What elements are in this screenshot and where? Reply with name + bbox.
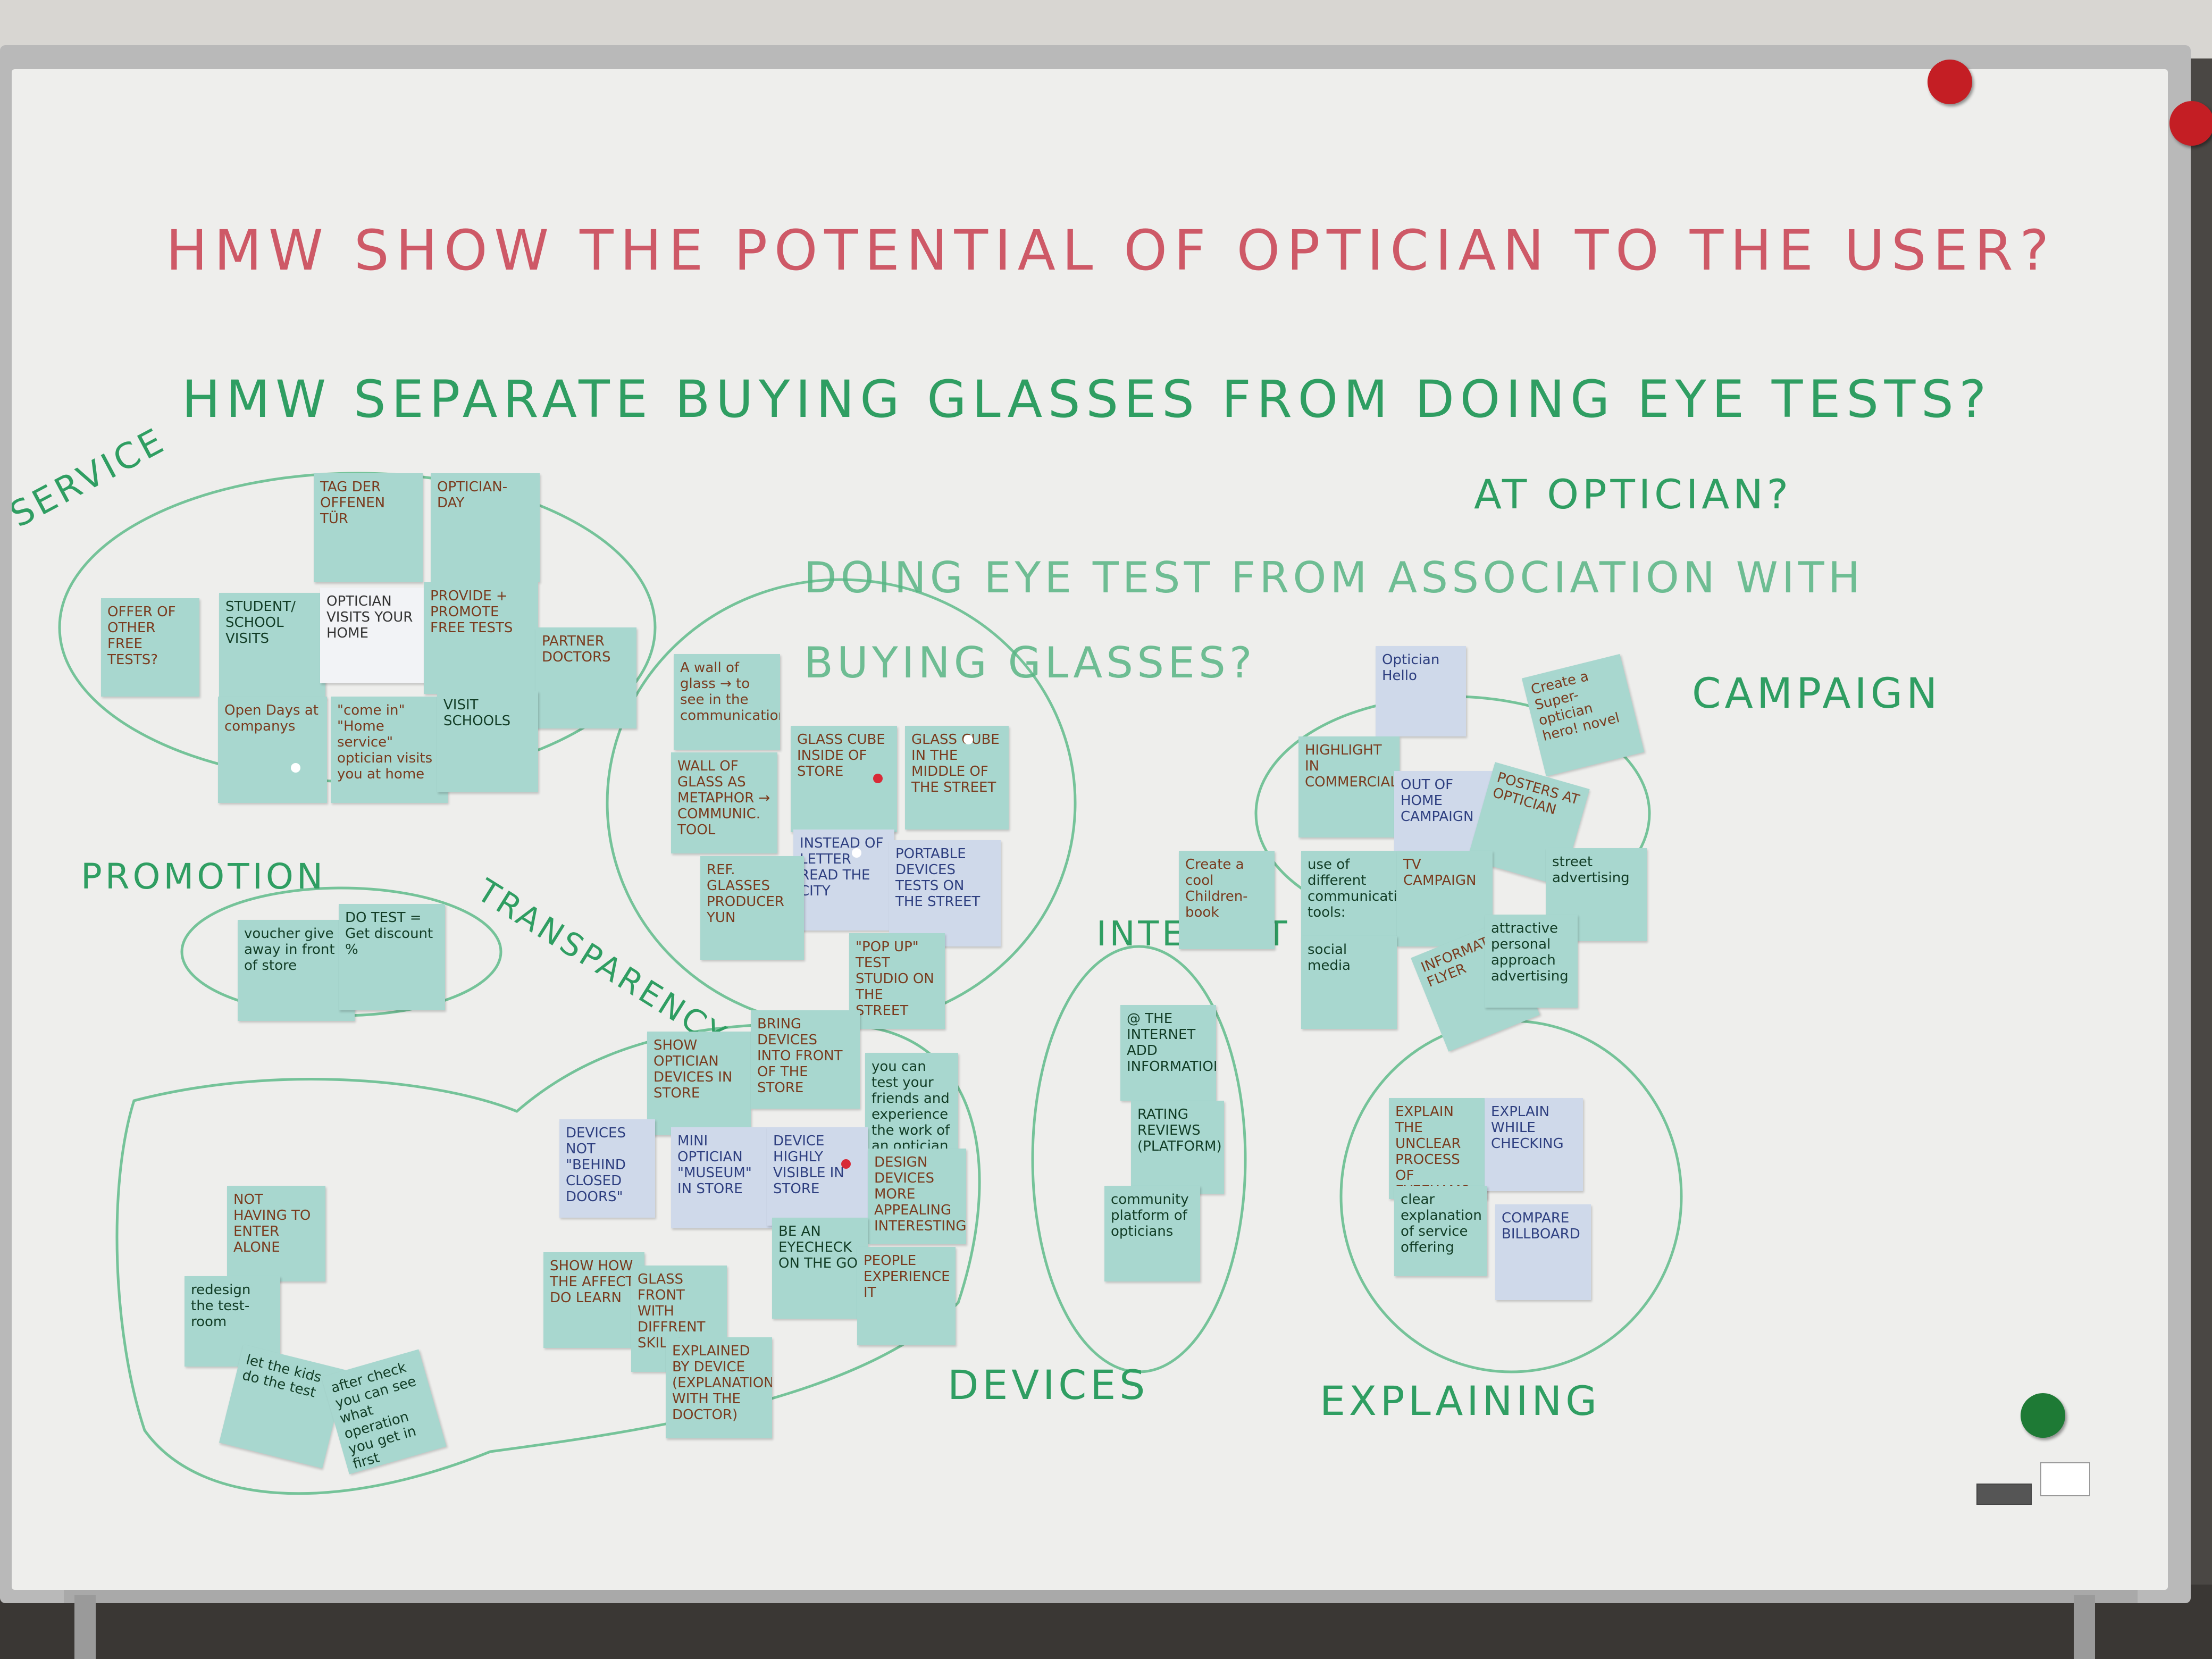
sticky-note-voucher-give-away: voucher give away in front of store bbox=[238, 920, 355, 1021]
sticky-note-glass-cube-middle-street: GLASS CUBE IN THE MIDDLE OF THE STREET bbox=[905, 726, 1009, 830]
sticky-note-visit-schools: VISIT SCHOOLS bbox=[437, 691, 538, 792]
sticky-note-mini-optician-museum: MINI OPTICIAN "MUSEUM" IN STORE bbox=[671, 1127, 772, 1228]
sticky-note-explained-by-device: EXPLAINED BY DEVICE (EXPLANATION WITH TH… bbox=[666, 1337, 772, 1438]
sticky-note-wall-of-glass: A wall of glass → to see in the communic… bbox=[674, 654, 780, 750]
sticky-note-street-advertising: street advertising bbox=[1546, 848, 1647, 941]
sticky-note-offer-other-free-tests: OFFER OF OTHER FREE TESTS? bbox=[101, 598, 199, 697]
sticky-note-devices-not-behind: DEVICES NOT "BEHIND CLOSED DOORS" bbox=[559, 1119, 655, 1218]
sticky-note-show-how-the-affect: SHOW HOW THE AFFECT DO LEARN bbox=[543, 1252, 644, 1348]
sticky-note-optician-visits-your-home: OPTICIAN VISITS YOUR HOME bbox=[320, 588, 426, 683]
sticky-note-bring-devices-front: BRING DEVICES INTO FRONT OF THE STORE bbox=[751, 1010, 860, 1109]
sticky-note-use-of-different-tools: use of different communication tools: bbox=[1301, 851, 1400, 941]
manufacturer-label bbox=[2040, 1462, 2090, 1496]
red-magnet bbox=[2169, 101, 2212, 146]
sticky-note-portable-devices-tests: PORTABLE DEVICES TESTS ON THE STREET bbox=[889, 840, 1001, 946]
whiteboard: HMW SHOW THE POTENTIAL OF OPTICIAN TO TH… bbox=[12, 69, 2168, 1590]
sticky-note-attractive-personal-approach: attractive personal approach advertising bbox=[1485, 915, 1578, 1008]
sticky-note-student-school-visits: STUDENT/ SCHOOL VISITS bbox=[219, 593, 325, 699]
sticky-note-partner-doctors: PARTNER DOCTORS bbox=[535, 627, 636, 728]
sticky-note-show-optician-devices: SHOW OPTICIAN DEVICES IN STORE bbox=[647, 1032, 751, 1135]
sticky-note-design-devices-appealing: DESIGN DEVICES MORE APPEALING INTERESTIN… bbox=[868, 1149, 966, 1244]
sticky-note-pop-up-test-studio: "POP UP" TEST STUDIO ON THE STREET bbox=[849, 933, 945, 1029]
sticky-note-open-days-at-companys: Open Days at companys bbox=[218, 697, 327, 803]
sticky-note-provide-promote-free-tests: PROVIDE + PROMOTE FREE TESTS bbox=[424, 582, 538, 694]
sticky-note-you-can-test-friends: you can test your friends and experience… bbox=[865, 1053, 958, 1154]
hmw-question-2: HMW SEPARATE BUYING GLASSES FROM DOING E… bbox=[182, 370, 1992, 429]
whiteboard-leg-left bbox=[74, 1595, 96, 1659]
serial-plate bbox=[1976, 1484, 2032, 1505]
sticky-note-do-test-get-discount: DO TEST = Get discount % bbox=[339, 904, 445, 1010]
dot-sticker-red bbox=[873, 774, 883, 783]
sticky-note-compare-billboard: COMPARE BILLBOARD bbox=[1495, 1204, 1591, 1300]
green-magnet bbox=[2021, 1393, 2065, 1438]
sticky-note-rating-reviews: RATING REVIEWS (PLATFORM) bbox=[1131, 1101, 1224, 1194]
cluster-label-explaining: EXPLAINING bbox=[1320, 1377, 1601, 1425]
sub-question-line-2: BUYING GLASSES? bbox=[804, 638, 1256, 688]
sticky-note-come-in-home-service: "come in" "Home service" optician visits… bbox=[331, 697, 448, 803]
sticky-note-explain-while-checking: EXPLAIN WHILE CHECKING bbox=[1485, 1098, 1583, 1191]
cluster-label-devices: DEVICES bbox=[948, 1361, 1149, 1409]
red-magnet bbox=[1928, 60, 1972, 104]
sticky-note-not-having-to-enter-alone: NOT HAVING TO ENTER ALONE bbox=[227, 1186, 325, 1281]
sticky-note-be-an-eyecheck-go: BE AN EYECHECK ON THE GO bbox=[772, 1218, 868, 1319]
dot-sticker-white bbox=[291, 763, 300, 773]
sticky-note-tv-campaign: TV CAMPAIGN bbox=[1397, 851, 1493, 946]
whiteboard-tray bbox=[64, 1587, 2138, 1603]
hmw-question-1: HMW SHOW THE POTENTIAL OF OPTICIAN TO TH… bbox=[166, 218, 2056, 283]
sticky-note-optician-day: OPTICIAN-DAY bbox=[431, 473, 540, 582]
sticky-note-highlight-in-commercial: HIGHLIGHT IN COMMERCIAL bbox=[1298, 736, 1400, 837]
sticky-note-people-experience-it: PEOPLE EXPERIENCE IT bbox=[857, 1247, 956, 1345]
sticky-note-community-platform: community platform of opticians bbox=[1104, 1186, 1200, 1281]
sticky-note-ref-glasses-producer: REF. GLASSES PRODUCER YUN bbox=[700, 856, 804, 960]
dot-sticker-white bbox=[963, 735, 973, 744]
hmw-question-2-continued: AT OPTICIAN? bbox=[1474, 471, 1792, 518]
sticky-note-optician-hello: Optician Hello bbox=[1376, 646, 1466, 736]
sticky-note-social-media: social media bbox=[1301, 936, 1397, 1029]
cluster-label-campaign: CAMPAIGN bbox=[1692, 670, 1941, 718]
whiteboard-leg-right bbox=[2074, 1595, 2095, 1659]
sticky-note-instead-of-letter-read-city: INSTEAD OF LETTER READ THE CITY bbox=[793, 830, 894, 931]
sticky-note-create-cool-children-book: Create a cool Children-book bbox=[1179, 851, 1275, 949]
dot-sticker-red bbox=[841, 1159, 851, 1169]
dot-sticker-white bbox=[852, 848, 861, 858]
sticky-note-tag-der-offenen-tur: TAG DER OFFENEN TÜR bbox=[314, 473, 423, 582]
sticky-note-at-the-internet: @ THE INTERNET add information bbox=[1120, 1005, 1216, 1101]
sub-question-line-1: DOING EYE TEST FROM ASSOCIATION WITH bbox=[804, 553, 1864, 602]
sticky-note-device-highly-visible: DEVICE HIGHLY VISIBLE IN STORE bbox=[767, 1127, 868, 1226]
sticky-note-clear-explanation: clear explanation of service offering bbox=[1394, 1186, 1487, 1276]
sticky-note-wall-of-glass-metaphor: WALL OF GLASS AS METAPHOR → COMMUNIC. TO… bbox=[671, 752, 777, 853]
sticky-note-explain-unclear-process: EXPLAIN THE UNCLEAR PROCESS OF EYEEXAMS … bbox=[1389, 1098, 1487, 1199]
cluster-label-promotion: PROMOTION bbox=[81, 856, 326, 897]
